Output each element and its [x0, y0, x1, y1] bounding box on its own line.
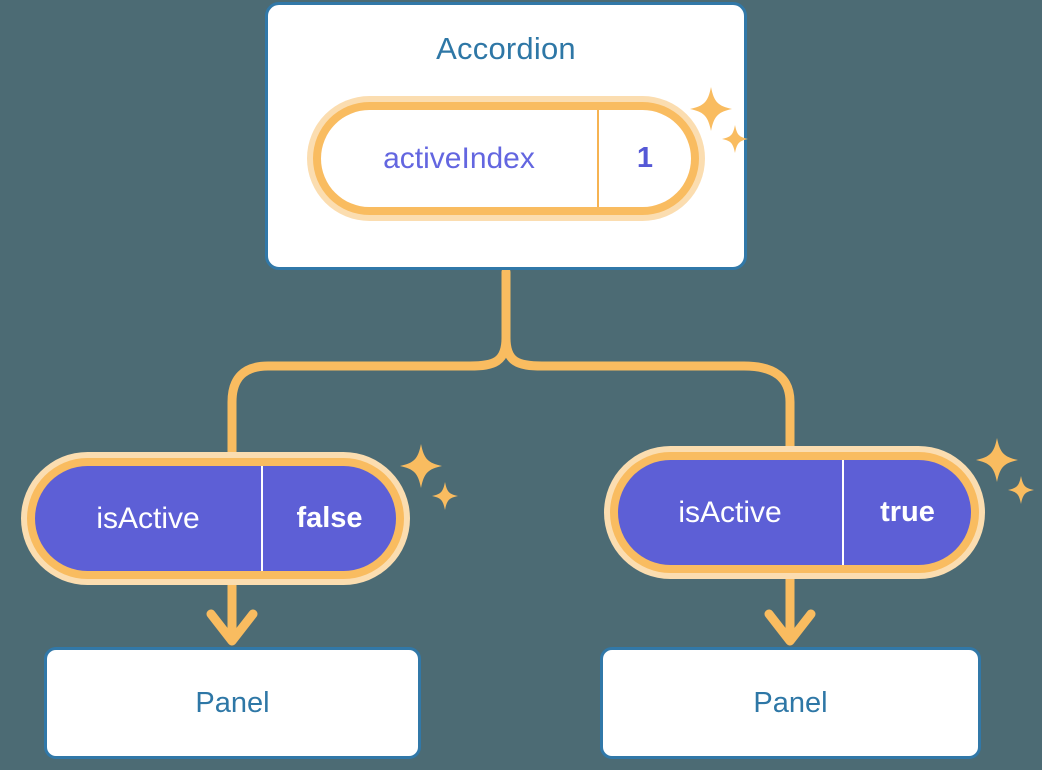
pill-body: isActive false	[35, 466, 396, 571]
state-pill-is-active-false[interactable]: isActive false	[21, 452, 410, 585]
connector-right	[501, 333, 795, 467]
state-pill-active-index[interactable]: activeIndex 1	[307, 96, 705, 221]
state-key: isActive	[618, 460, 844, 565]
pill-body: isActive true	[618, 460, 971, 565]
panel-label: Panel	[753, 686, 828, 719]
state-value: true	[880, 496, 935, 528]
state-key: isActive	[35, 466, 263, 571]
accordion-title: Accordion	[436, 31, 576, 66]
panel-box-left: Panel	[44, 647, 421, 759]
state-value: 1	[636, 142, 654, 174]
arrow-down-icon-left	[206, 609, 258, 646]
connector-left	[227, 333, 511, 475]
panel-label: Panel	[195, 686, 270, 719]
state-pill-is-active-true[interactable]: isActive true	[604, 446, 985, 579]
panel-box-right: Panel	[600, 647, 981, 759]
state-value: false	[296, 502, 363, 534]
pill-body: activeIndex 1	[321, 110, 691, 207]
state-key: activeIndex	[321, 110, 599, 207]
arrow-down-icon-right	[764, 609, 816, 646]
